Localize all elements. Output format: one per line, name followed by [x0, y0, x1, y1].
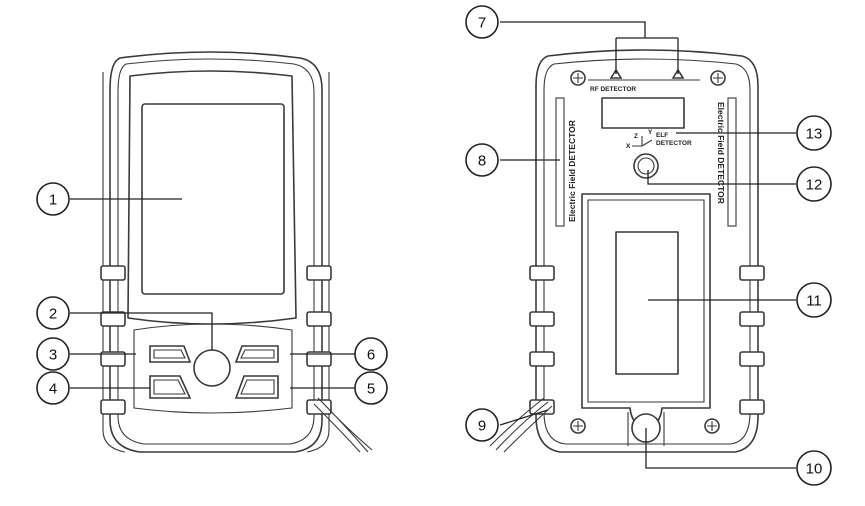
screw-icon	[570, 70, 586, 86]
screw-icon	[704, 418, 720, 434]
leader-7	[500, 21, 679, 74]
front-bumper-right	[306, 72, 330, 453]
callout-13-number: 13	[806, 126, 823, 143]
front-tab	[306, 351, 332, 367]
electric-field-label-left: Electric Field DETECTOR	[567, 120, 577, 222]
front-tab	[100, 399, 126, 415]
callout-7-number: 7	[478, 15, 486, 32]
front-tab	[100, 265, 126, 281]
callout-6-number: 6	[367, 347, 375, 364]
front-housing	[109, 51, 323, 453]
callout-1: 1	[36, 182, 70, 216]
axis-z-label: Z	[634, 133, 638, 140]
axis-y-label: Y	[648, 129, 653, 136]
back-tab	[529, 351, 555, 367]
callout-5: 5	[354, 371, 388, 405]
callout-9: 9	[465, 408, 499, 442]
battery-compartment-window	[615, 231, 679, 375]
electric-field-strip-right	[727, 97, 737, 227]
back-tab	[739, 311, 765, 327]
front-tab	[100, 311, 126, 327]
back-housing	[535, 49, 759, 453]
wrist-strap-back	[489, 397, 553, 453]
back-window	[601, 97, 685, 129]
callout-8-number: 8	[478, 153, 486, 170]
leader-lines	[70, 21, 796, 469]
axis-icon	[632, 136, 653, 147]
electric-field-strip-left	[555, 97, 565, 227]
button-bottom-right[interactable]	[234, 375, 279, 399]
back-tab	[739, 351, 765, 367]
front-view	[100, 51, 373, 453]
back-tab	[529, 265, 555, 281]
back-tab	[739, 399, 765, 415]
display-bezel	[127, 70, 297, 325]
battery-cover	[581, 193, 711, 429]
back-tab	[739, 265, 765, 281]
leader-2	[70, 312, 213, 350]
callout-12-number: 12	[806, 177, 823, 194]
leader-12	[647, 170, 796, 185]
screw-icon	[570, 418, 586, 434]
front-tab	[306, 399, 332, 415]
callout-10-number: 10	[806, 461, 823, 478]
callout-6: 6	[354, 337, 388, 371]
back-tab	[529, 311, 555, 327]
callout-7: 7	[465, 5, 499, 39]
rf-detector-label: RF DETECTOR	[590, 86, 636, 93]
callout-4-number: 4	[49, 381, 57, 398]
button-top-right[interactable]	[234, 345, 279, 363]
callout-11: 11	[796, 282, 832, 318]
front-bumper-left	[102, 72, 126, 453]
button-bottom-left[interactable]	[149, 375, 192, 399]
leader-9	[499, 409, 549, 426]
back-housing-inner-edge	[543, 58, 751, 445]
callout-8: 8	[465, 143, 499, 177]
callout-2: 2	[36, 296, 70, 330]
electric-field-label-right: Electric Field DETECTOR	[716, 102, 726, 204]
front-tab	[306, 265, 332, 281]
callout-5-number: 5	[367, 381, 375, 398]
axis-x-label: X	[626, 143, 631, 150]
front-tab	[100, 351, 126, 367]
back-view: RF DETECTOR Z Y X ELF DETECTOR Electric …	[489, 49, 765, 453]
elf-label-2: DETECTOR	[656, 140, 692, 147]
callout-11-number: 11	[806, 293, 822, 310]
callout-3: 3	[36, 337, 70, 371]
callout-2-number: 2	[49, 306, 57, 323]
callout-9-number: 9	[478, 418, 486, 435]
front-tab	[306, 311, 332, 327]
callout-4: 4	[36, 371, 70, 405]
button-top-left[interactable]	[149, 345, 192, 363]
callout-10: 10	[796, 450, 832, 486]
leader-10	[645, 428, 796, 469]
callout-13: 13	[796, 115, 832, 151]
screw-icon	[710, 70, 726, 86]
callout-3-number: 3	[49, 347, 57, 364]
callout-1-number: 1	[49, 192, 57, 209]
button-center-round[interactable]	[193, 349, 231, 387]
elf-label: ELF	[656, 132, 668, 139]
callout-12: 12	[796, 166, 832, 202]
front-housing-inner-edge	[117, 58, 315, 445]
wrist-strap	[313, 397, 373, 453]
cover-latch	[627, 412, 665, 446]
keypad-region	[133, 323, 293, 414]
